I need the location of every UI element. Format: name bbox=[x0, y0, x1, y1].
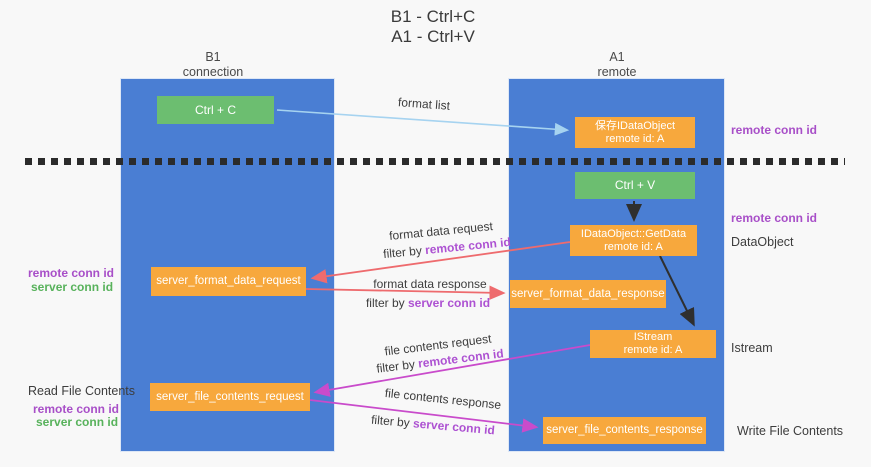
node-getdata-line1: IDataObject::GetData bbox=[580, 227, 687, 240]
side-label-write-file-contents: Write File Contents bbox=[737, 424, 844, 438]
side-label-left-remote-conn-id-mid: remote conn id bbox=[28, 266, 115, 280]
side-label-remote-conn-id-mid: remote conn id bbox=[731, 211, 818, 225]
node-idataobject-getdata: IDataObject::GetData remote id: A bbox=[570, 225, 697, 256]
node-server-file-contents-response: server_file_contents_response bbox=[543, 417, 706, 444]
label-format-list: format list bbox=[397, 95, 451, 113]
node-ctrl-c: Ctrl + C bbox=[157, 96, 274, 124]
node-ctrl-c-label: Ctrl + C bbox=[194, 102, 236, 117]
session-divider-dashed-line bbox=[25, 158, 845, 165]
side-label-left-server-conn-id-bottom: server conn id bbox=[36, 415, 119, 429]
node-server-format-data-response-label: server_format_data_response bbox=[511, 287, 665, 300]
node-save-idataobject: 保存IDataObject remote id: A bbox=[575, 117, 695, 148]
side-label-left-server-conn-id-mid: server conn id bbox=[31, 280, 114, 294]
node-server-format-data-request-label: server_format_data_request bbox=[156, 275, 301, 287]
label-file-contents-response: file contents response bbox=[384, 385, 502, 413]
side-label-left-remote-conn-id-bottom: remote conn id bbox=[33, 402, 120, 416]
right-column-subtitle: remote bbox=[597, 65, 637, 79]
node-server-file-contents-request: server_file_contents_request bbox=[150, 383, 310, 411]
filter-prefix: filter by bbox=[382, 243, 426, 262]
right-column-title: A1 bbox=[609, 50, 625, 64]
left-column-header: B1 connection bbox=[183, 50, 243, 80]
node-save-idataobject-line2: remote id: A bbox=[605, 132, 665, 145]
node-server-file-contents-request-label: server_file_contents_request bbox=[156, 390, 304, 403]
node-server-file-contents-response-label: server_file_contents_response bbox=[546, 424, 703, 436]
label-file-contents-response-filter: filter by server conn id bbox=[371, 413, 496, 438]
node-save-idataobject-line1: 保存IDataObject bbox=[594, 119, 676, 132]
side-label-read-file-contents: Read File Contents bbox=[28, 384, 136, 398]
node-getdata-line2: remote id: A bbox=[604, 240, 663, 253]
title-line-1: B1 - Ctrl+C bbox=[390, 7, 476, 26]
label-format-data-response: format data response bbox=[373, 277, 487, 291]
right-column-header: A1 remote bbox=[598, 50, 637, 80]
node-ctrl-v-label: Ctrl + V bbox=[614, 178, 656, 192]
node-server-format-data-request: server_format_data_request bbox=[151, 267, 306, 296]
left-column-subtitle: connection bbox=[182, 65, 244, 79]
filter-prefix: filter by bbox=[365, 296, 408, 310]
node-server-format-data-response: server_format_data_response bbox=[510, 280, 666, 308]
diagram-title: B1 - Ctrl+C A1 - Ctrl+V bbox=[391, 7, 476, 47]
node-istream: IStream remote id: A bbox=[590, 330, 716, 358]
filter-prefix: filter by bbox=[370, 412, 414, 431]
node-ctrl-v: Ctrl + V bbox=[575, 172, 695, 199]
side-label-dataobject: DataObject bbox=[731, 235, 794, 249]
node-istream-line2: remote id: A bbox=[623, 344, 683, 356]
filter-value-server-conn-id: server conn id bbox=[412, 416, 496, 438]
label-format-data-response-filter: filter by server conn id bbox=[366, 296, 490, 310]
side-label-istream: Istream bbox=[731, 341, 773, 355]
left-column-title: B1 bbox=[205, 50, 221, 64]
title-line-2: A1 - Ctrl+V bbox=[391, 27, 475, 46]
filter-value-server-conn-id: server conn id bbox=[407, 296, 491, 310]
node-istream-line1: IStream bbox=[633, 331, 673, 343]
filter-prefix: filter by bbox=[375, 356, 420, 376]
side-label-remote-conn-id-top: remote conn id bbox=[731, 123, 818, 137]
